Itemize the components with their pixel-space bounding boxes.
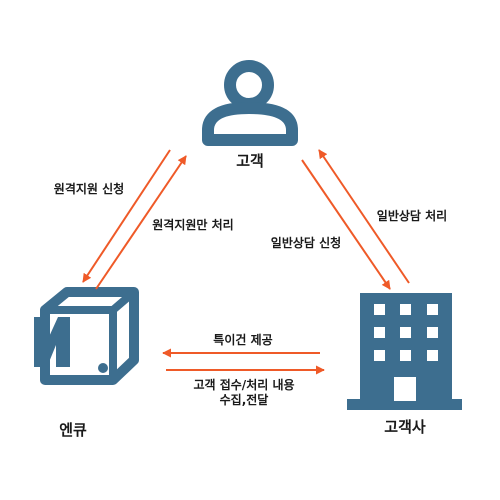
company-label: 고객사: [384, 418, 426, 436]
ncube-node: 엔큐: [34, 287, 139, 439]
edge-label-remote-only: 원격지원만 처리: [152, 217, 233, 232]
edge-label-general-process: 일반상담 처리: [377, 208, 447, 223]
person-icon: [202, 60, 298, 146]
company-node: 고객사: [347, 293, 462, 436]
edge-label-general-request: 일반상담 신청: [271, 235, 341, 250]
arrow-general-request: [301, 159, 391, 290]
customer-node: 고객: [202, 60, 298, 170]
edge-label-remote-request: 원격지원 신청: [54, 181, 124, 196]
customer-label: 고객: [236, 152, 264, 170]
ncube-label: 엔큐: [59, 421, 87, 439]
edge-label-special-provide: 특이건 제공: [213, 332, 272, 347]
arrow-general-process: [318, 149, 410, 284]
arrow-remote-request: [82, 149, 171, 283]
edge-label-reception-line1: 고객 접수/처리 내용: [193, 377, 294, 392]
cube-n-icon: [34, 287, 139, 385]
building-icon: [347, 293, 462, 410]
arrow-remote-only: [95, 155, 187, 290]
edge-label-reception-line2: 수집,전달: [220, 392, 269, 407]
